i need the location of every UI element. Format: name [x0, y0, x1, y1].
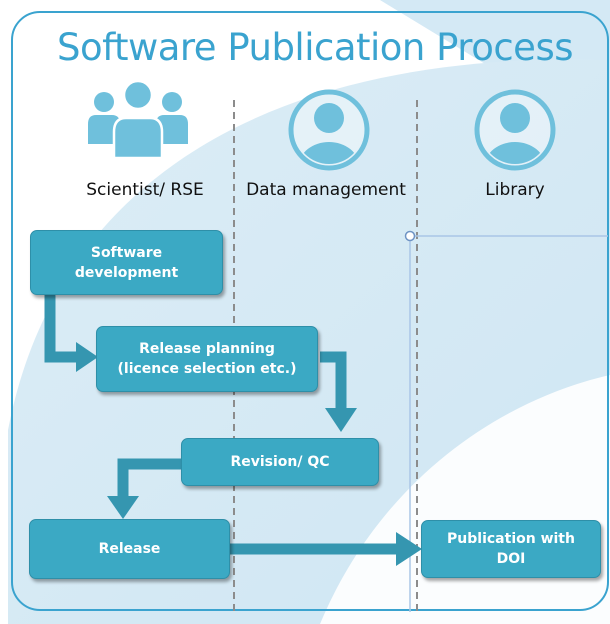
- step-label: Software: [90, 244, 163, 261]
- arrow-planning-to-revision: [320, 351, 347, 410]
- person-circle-icon: [288, 89, 370, 171]
- step-label: Release: [98, 541, 161, 557]
- step-label: development: [74, 264, 179, 281]
- arrow-development-to-planning: [44, 290, 78, 363]
- lane-label-scientist: Scientist/ RSE: [86, 180, 204, 200]
- person-circle-icon: [474, 89, 556, 171]
- step-label: Release planning: [139, 341, 275, 357]
- lane-label-library: Library: [485, 180, 545, 200]
- flow-arrows: [44, 290, 398, 555]
- lane-label-data-management: Data management: [246, 180, 406, 200]
- step-release: Release: [29, 519, 230, 579]
- arrow-revision-to-release: [117, 458, 183, 498]
- frame-border: [11, 11, 609, 611]
- step-label: (licence selection etc.): [117, 361, 297, 377]
- step-publication-with-doi: Publication with DOI: [421, 520, 601, 578]
- step-revision-qc: Revision/ QC: [181, 438, 379, 486]
- diagram-title: Software Publication Process: [56, 26, 574, 69]
- step-label: DOI: [496, 551, 526, 567]
- step-label: Publication with: [447, 531, 575, 547]
- arrow-heads: [76, 342, 422, 566]
- step-software-development: Software development: [30, 230, 223, 295]
- step-release-planning: Release planning (licence selection etc.…: [96, 326, 318, 392]
- step-label: Revision/ QC: [230, 454, 330, 470]
- group-person-icon: [88, 79, 188, 160]
